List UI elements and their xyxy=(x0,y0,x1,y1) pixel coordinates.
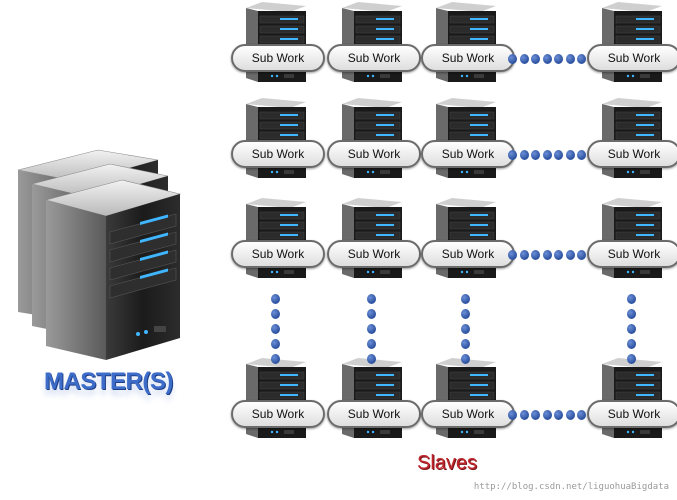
ellipsis-dot xyxy=(519,54,529,64)
ellipsis-dot xyxy=(577,250,586,260)
sub-work-label: Sub Work xyxy=(421,140,515,168)
ellipsis-dot xyxy=(271,294,280,304)
slaves-label: Slaves xyxy=(417,452,478,474)
sub-work-label: Sub Work xyxy=(421,240,515,268)
sub-work-label: Sub Work xyxy=(231,44,325,72)
ellipsis-dot xyxy=(271,339,280,349)
ellipsis-dot xyxy=(565,54,575,64)
ellipsis-dot xyxy=(367,324,376,334)
ellipsis-dot xyxy=(508,54,517,64)
master-server-front xyxy=(44,179,182,360)
sub-work-label: Sub Work xyxy=(587,44,677,72)
sub-work-label: Sub Work xyxy=(231,400,325,428)
watermark: http://blog.csdn.net/liguohuaBigdata xyxy=(473,482,669,492)
sub-work-label: Sub Work xyxy=(587,400,677,428)
ellipsis-dot xyxy=(554,54,563,64)
ellipsis-dot xyxy=(519,150,529,160)
ellipsis-dot xyxy=(554,150,563,160)
ellipsis-dot xyxy=(508,150,517,160)
sub-work-label: Sub Work xyxy=(587,240,677,268)
sub-work-label: Sub Work xyxy=(421,400,515,428)
ellipsis-dot xyxy=(367,294,376,304)
ellipsis-dot xyxy=(531,150,540,160)
ellipsis-dot xyxy=(627,309,636,319)
sub-work-label: Sub Work xyxy=(327,240,421,268)
ellipsis-dot xyxy=(508,410,517,420)
ellipsis-dot xyxy=(508,250,517,260)
ellipsis-dot xyxy=(565,250,575,260)
ellipsis-dot xyxy=(367,354,376,364)
ellipsis-dot xyxy=(367,309,376,319)
ellipsis-dot xyxy=(554,410,563,420)
ellipsis-dot xyxy=(519,250,529,260)
ellipsis-dot xyxy=(271,354,280,364)
ellipsis-dot xyxy=(627,324,636,334)
sub-work-label: Sub Work xyxy=(587,140,677,168)
master-servers-icon xyxy=(17,149,182,360)
ellipsis-dot xyxy=(542,54,552,64)
master-label: MASTER(S) xyxy=(44,368,173,395)
ellipsis-dot xyxy=(627,354,636,364)
ellipsis-dot xyxy=(577,410,586,420)
ellipsis-dot xyxy=(627,339,636,349)
sub-work-label: Sub Work xyxy=(231,240,325,268)
sub-work-label: Sub Work xyxy=(327,140,421,168)
ellipsis-dot xyxy=(531,54,540,64)
ellipsis-dot xyxy=(531,250,540,260)
sub-work-label: Sub Work xyxy=(231,140,325,168)
ellipsis-dot xyxy=(627,294,636,304)
ellipsis-dot xyxy=(565,150,575,160)
ellipsis-dot xyxy=(271,309,280,319)
ellipsis-dot xyxy=(519,410,529,420)
ellipsis-dot xyxy=(461,339,470,349)
ellipsis-dot xyxy=(542,250,552,260)
ellipsis-dot xyxy=(271,324,280,334)
sub-work-label: Sub Work xyxy=(327,400,421,428)
ellipsis-dot xyxy=(565,410,575,420)
ellipsis-dot xyxy=(577,54,586,64)
sub-work-label: Sub Work xyxy=(421,44,515,72)
ellipsis-dot xyxy=(461,294,470,304)
ellipsis-dot xyxy=(542,150,552,160)
ellipsis-dot xyxy=(542,410,552,420)
ellipsis-dot xyxy=(461,309,470,319)
ellipsis-dot xyxy=(461,354,470,364)
ellipsis-dot xyxy=(531,410,540,420)
ellipsis-dot xyxy=(461,324,470,334)
ellipsis-dot xyxy=(554,250,563,260)
ellipsis-dot xyxy=(367,339,376,349)
ellipsis-dot xyxy=(577,150,586,160)
sub-work-label: Sub Work xyxy=(327,44,421,72)
